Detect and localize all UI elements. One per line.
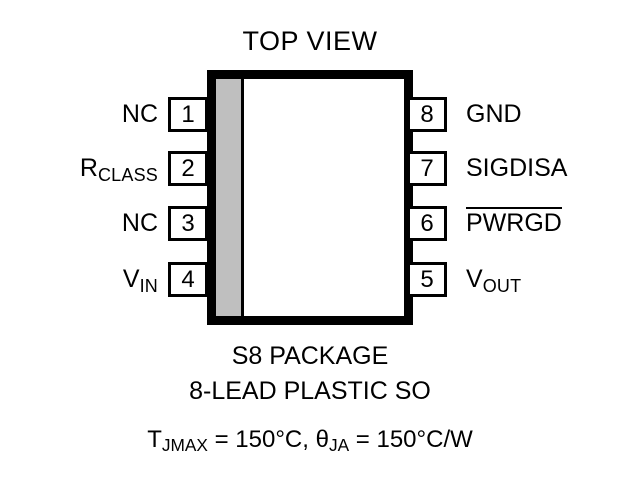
pin-label-7-text: SIGDISA: [466, 154, 568, 182]
package-caption-line-1: S8 PACKAGE: [231, 342, 389, 370]
pin-label-1-text: NC: [121, 100, 158, 128]
tjmax-subscript: JMAX: [161, 435, 208, 456]
pin-label-3-text: NC: [121, 209, 158, 237]
package-caption-line-2: 8-LEAD PLASTIC SO: [189, 377, 431, 405]
pin-label-8: GND: [466, 97, 522, 132]
pin-label-7: SIGDISA: [466, 151, 567, 186]
pin-label-2: RCLASS: [80, 151, 158, 186]
theta-subscript: JA: [328, 435, 350, 456]
pin-label-8-text: GND: [466, 100, 522, 128]
pin-label-1: NC: [122, 97, 158, 132]
pin-label-3: NC: [122, 206, 158, 241]
pin-box-3: 3: [168, 206, 208, 241]
pin-label-5-subscript: OUT: [482, 275, 522, 296]
pin-label-4: VIN: [123, 262, 158, 297]
pin-label-5-text: V: [466, 265, 483, 293]
pin-box-5: 5: [407, 262, 447, 297]
package-body-outline: [207, 70, 413, 325]
theta-value: = 150°C/W: [349, 426, 473, 453]
pin-box-8: 8: [407, 97, 447, 132]
pin-box-2: 2: [168, 151, 208, 186]
pin-box-7: 7: [407, 151, 447, 186]
pin-box-6: 6: [407, 206, 447, 241]
thermal-specification: TJMAX = 150°C, θJA = 150°C/W: [0, 426, 620, 456]
pin-label-4-subscript: IN: [139, 275, 158, 296]
pin-label-6: PWRGD: [466, 206, 562, 241]
pin-box-4: 4: [168, 262, 208, 297]
theta-symbol: θ: [315, 426, 329, 453]
tjmax-symbol: T: [147, 426, 162, 453]
pin-one-marker-bar: [216, 79, 244, 316]
pin-label-2-text: R: [79, 154, 98, 182]
pin-label-2-subscript: CLASS: [97, 164, 158, 185]
tjmax-value: = 150°C,: [207, 426, 316, 453]
pin-label-6-text: PWRGD: [466, 207, 562, 237]
pin-box-1: 1: [168, 97, 208, 132]
pin-label-4-text: V: [122, 265, 140, 293]
diagram-title: TOP VIEW: [242, 26, 378, 56]
pin-label-5: VOUT: [466, 262, 521, 297]
